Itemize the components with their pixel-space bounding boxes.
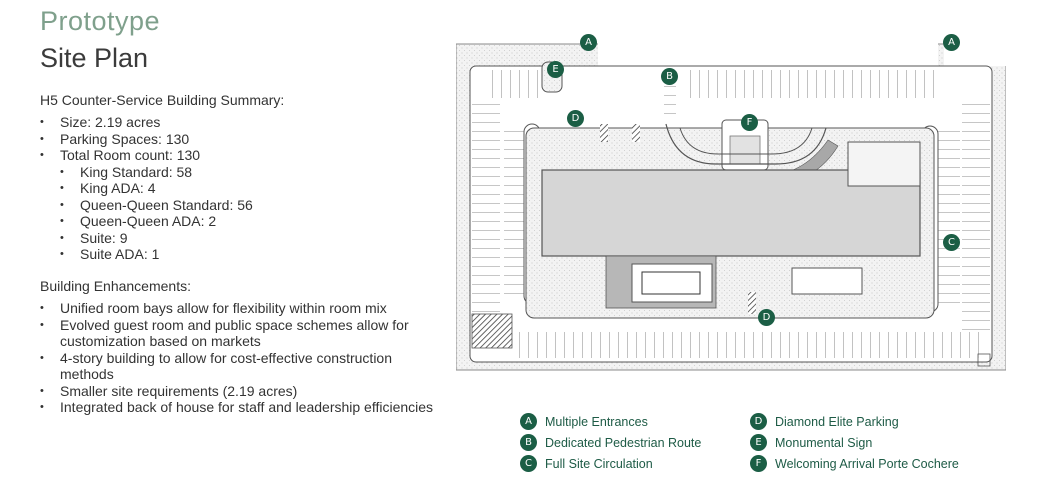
summary-item-qq-ada: Queen-Queen ADA: 2 [40, 213, 253, 230]
enhancement-item: Evolved guest room and public space sche… [40, 317, 440, 350]
legend-item-a: A Multiple Entrances [520, 413, 648, 430]
ada-stall [748, 292, 756, 314]
dumpster [471, 313, 513, 349]
summary-item-rooms: Total Room count: 130 [40, 147, 253, 164]
summary-item-king-standard: King Standard: 58 [40, 164, 253, 181]
legend-label: Dedicated Pedestrian Route [545, 435, 702, 450]
enhancement-item: 4-story building to allow for cost-effec… [40, 350, 440, 383]
legend-label: Monumental Sign [775, 435, 873, 450]
summary-item-qq-standard: Queen-Queen Standard: 56 [40, 197, 253, 214]
stalls-inner-left [504, 128, 524, 298]
stalls-inner-right [938, 128, 960, 308]
stalls-top-left [484, 70, 544, 98]
summary-item-suite: Suite: 9 [40, 230, 253, 247]
legend-badge: C [520, 455, 537, 472]
marker-a-left: A [580, 34, 597, 51]
enhancement-item: Integrated back of house for staff and l… [40, 399, 440, 416]
marker-e: E [547, 61, 564, 78]
enhancements-list: Unified room bays allow for flexibility … [40, 300, 440, 416]
marker-d-bottom: D [758, 309, 775, 326]
marker-d-top: D [567, 110, 584, 127]
legend-item-d: D Diamond Elite Parking [750, 413, 899, 430]
summary-list: Size: 2.19 acres Parking Spaces: 130 Tot… [40, 114, 253, 263]
legend-badge: B [520, 434, 537, 451]
back-of-house [791, 267, 863, 295]
legend-label: Multiple Entrances [545, 414, 648, 429]
marker-b: B [661, 68, 678, 85]
legend-badge: F [750, 455, 767, 472]
porte-cochere-canopy [729, 135, 761, 165]
site-plan-drawing [456, 40, 1006, 371]
stalls-top-mid [686, 70, 936, 98]
summary-heading: H5 Counter-Service Building Summary: [40, 92, 285, 108]
stalls-right [962, 102, 990, 332]
enhancement-item: Unified room bays allow for flexibility … [40, 300, 440, 317]
legend-item-c: C Full Site Circulation [520, 455, 653, 472]
summary-item-king-ada: King ADA: 4 [40, 180, 253, 197]
summary-item-parking: Parking Spaces: 130 [40, 131, 253, 148]
legend-label: Welcoming Arrival Porte Cochere [775, 456, 959, 471]
ada-stall [632, 124, 640, 142]
pool [641, 271, 701, 295]
summary-item-size: Size: 2.19 acres [40, 114, 253, 131]
plan-legend: A Multiple Entrances B Dedicated Pedestr… [520, 413, 1000, 479]
legend-label: Diamond Elite Parking [775, 414, 899, 429]
legend-item-f: F Welcoming Arrival Porte Cochere [750, 455, 959, 472]
pedestrian-walk [664, 82, 676, 122]
building-wing [847, 141, 921, 187]
legend-item-b: B Dedicated Pedestrian Route [520, 434, 701, 451]
enhancement-item: Smaller site requirements (2.19 acres) [40, 383, 440, 400]
marker-a-right: A [943, 34, 960, 51]
arrival-drive-inner [679, 127, 813, 155]
legend-badge: D [750, 413, 767, 430]
enhancements-heading: Building Enhancements: [40, 278, 191, 294]
summary-item-suite-ada: Suite ADA: 1 [40, 246, 253, 263]
corner-pad [977, 353, 991, 367]
entrance-gap-left [598, 40, 938, 66]
marker-c: C [943, 234, 960, 251]
stalls-left [472, 102, 500, 332]
page-eyebrow: Prototype [40, 6, 161, 36]
legend-item-e: E Monumental Sign [750, 434, 872, 451]
ada-stall [600, 124, 608, 142]
legend-badge: E [750, 434, 767, 451]
page-title: Site Plan [40, 43, 149, 73]
arrival-drive [665, 123, 827, 165]
legend-badge: A [520, 413, 537, 430]
legend-label: Full Site Circulation [545, 456, 653, 471]
marker-f: F [741, 114, 758, 131]
stalls-bottom [516, 332, 986, 358]
